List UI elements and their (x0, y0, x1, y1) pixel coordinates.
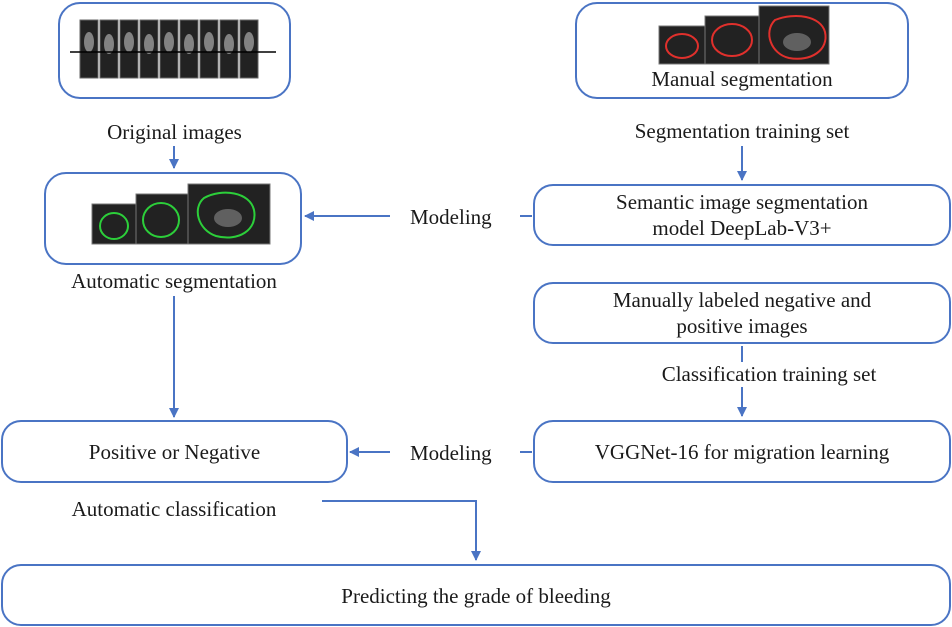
predicting-box: Predicting the grade of bleeding (1, 564, 951, 626)
original-images-box (58, 2, 291, 99)
modeling-label-bottom: Modeling (410, 441, 492, 465)
manual-segmentation-caption: Manual segmentation (651, 67, 833, 91)
vggnet-label: VGGNet-16 for migration learning (594, 440, 890, 464)
positive-negative-label: Positive or Negative (88, 440, 261, 464)
semantic-model-line1: Semantic image segmentation (616, 190, 868, 214)
semantic-model-line2: model DeepLab-V3+ (652, 216, 832, 240)
positive-negative-box: Positive or Negative (1, 420, 348, 483)
automatic-segmentation-box (44, 172, 302, 265)
classification-training-set-label: Classification training set (661, 362, 877, 386)
segmentation-training-set-label: Segmentation training set (634, 119, 850, 143)
manually-labeled-line2: positive images (676, 314, 808, 338)
modeling-label-top: Modeling (410, 205, 492, 229)
arrow-classification-to-predicting (322, 500, 481, 561)
automatic-segmentation-caption: Automatic segmentation (71, 269, 277, 293)
predicting-label: Predicting the grade of bleeding (341, 584, 611, 608)
automatic-segmentation-images (91, 183, 271, 245)
semantic-segmentation-model-box: Semantic image segmentation model DeepLa… (533, 184, 951, 246)
manually-labeled-box: Manually labeled negative and positive i… (533, 282, 951, 344)
manual-segmentation-box (575, 2, 909, 99)
original-image-stack (70, 19, 276, 79)
manually-labeled-line1: Manually labeled negative and (612, 288, 872, 312)
vggnet-box: VGGNet-16 for migration learning (533, 420, 951, 483)
manual-segmentation-images (658, 5, 830, 65)
original-images-caption: Original images (107, 120, 242, 144)
automatic-classification-caption: Automatic classification (71, 497, 277, 521)
